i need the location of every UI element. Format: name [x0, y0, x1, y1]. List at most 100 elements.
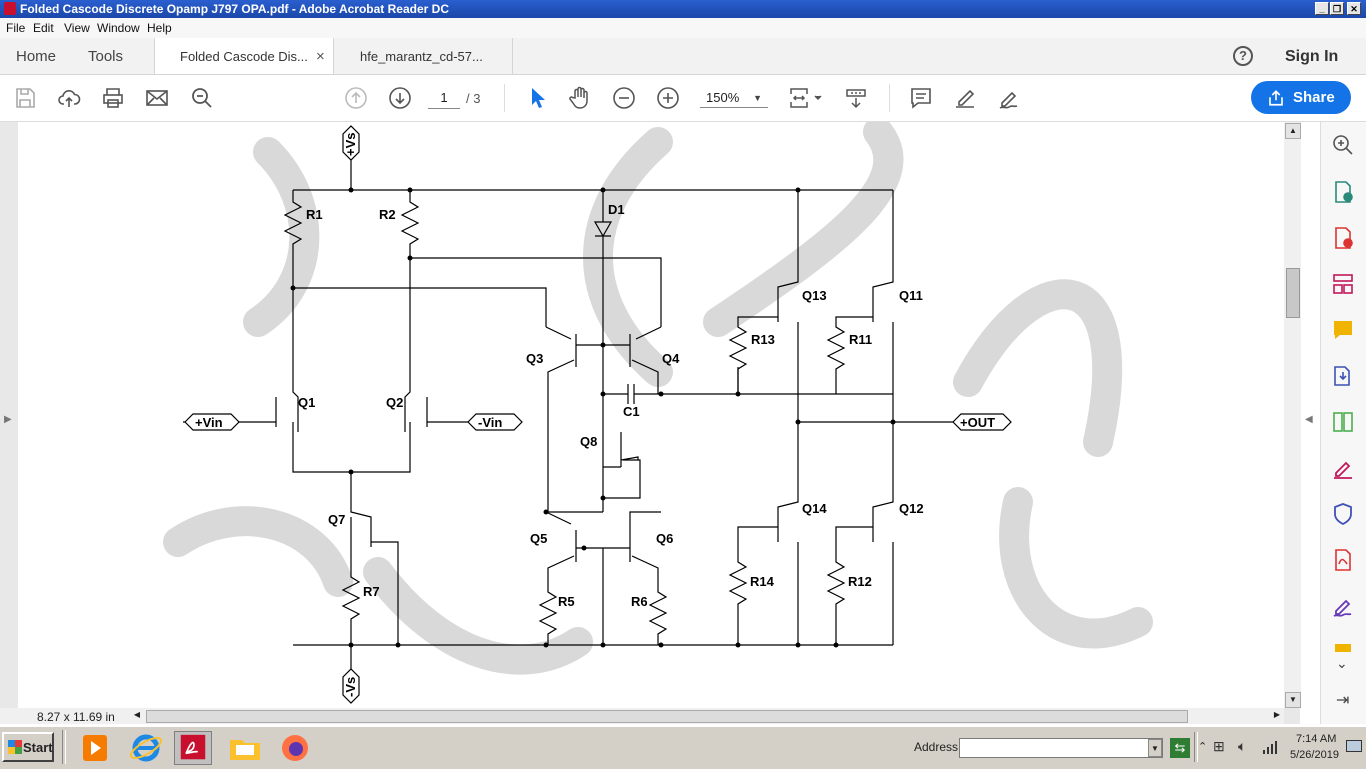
- restore-button[interactable]: ❐: [1330, 2, 1344, 15]
- tab-bar: Home Tools Folded Cascode Dis... × hfe_m…: [0, 38, 1366, 75]
- show-desktop-icon[interactable]: [1346, 740, 1362, 752]
- page-display-icon[interactable]: [788, 86, 824, 110]
- label-r6: R6: [631, 594, 648, 609]
- save-icon[interactable]: [13, 86, 37, 110]
- menu-bar: File Edit View Window Help: [0, 18, 1366, 39]
- label-d1: D1: [608, 202, 625, 217]
- menu-edit[interactable]: Edit: [33, 21, 54, 35]
- email-icon[interactable]: [145, 86, 169, 110]
- zoom-level-select[interactable]: 150% ▼: [700, 88, 768, 108]
- document-tab-label: hfe_marantz_cd-57...: [360, 49, 483, 64]
- label-q13: Q13: [802, 288, 827, 303]
- vertical-scrollbar[interactable]: ▲ ▼: [1284, 122, 1301, 708]
- sign-pen-icon[interactable]: [997, 86, 1021, 110]
- volume-icon[interactable]: 🔈︎: [1238, 738, 1247, 754]
- address-input[interactable]: [959, 738, 1163, 758]
- junction-dots: [290, 187, 896, 648]
- previous-page-icon[interactable]: [344, 86, 368, 110]
- minimize-button[interactable]: _: [1315, 2, 1329, 15]
- cloud-upload-icon[interactable]: [57, 86, 81, 110]
- scroll-left-icon[interactable]: ◀: [133, 710, 141, 719]
- internet-explorer-icon[interactable]: [127, 731, 165, 765]
- hand-tool-icon[interactable]: [568, 86, 592, 110]
- window-title: Folded Cascode Discrete Opamp J797 OPA.p…: [20, 2, 449, 16]
- firefox-icon[interactable]: [276, 731, 314, 765]
- tray-expand-icon[interactable]: ⌃: [1198, 741, 1208, 753]
- port-vs-pos: [342, 125, 360, 161]
- scroll-mode-icon[interactable]: [844, 86, 868, 110]
- compress-pdf-icon[interactable]: [1331, 410, 1355, 434]
- more-tools-icon[interactable]: [1331, 638, 1355, 652]
- scroll-up-icon[interactable]: ▲: [1285, 123, 1301, 139]
- taskbar-divider: [1194, 732, 1198, 762]
- zoom-out-icon[interactable]: [612, 86, 636, 110]
- port-out: [952, 413, 1012, 431]
- scroll-down-icon[interactable]: ▼: [1285, 692, 1301, 708]
- comment-pane-icon[interactable]: [1331, 318, 1355, 342]
- document-tab-label: Folded Cascode Dis...: [180, 49, 308, 64]
- collapse-pane-icon[interactable]: ⇥: [1336, 692, 1350, 709]
- menu-view[interactable]: View: [64, 21, 90, 35]
- label-c1: C1: [623, 404, 640, 419]
- help-icon[interactable]: ?: [1233, 46, 1253, 66]
- horizontal-scrollbar[interactable]: ◀ ▶: [130, 708, 1284, 724]
- comment-icon[interactable]: [909, 86, 933, 110]
- label-r7: R7: [363, 584, 380, 599]
- scroll-right-icon[interactable]: ▶: [1273, 710, 1281, 719]
- horizontal-scroll-thumb[interactable]: [146, 710, 1188, 723]
- vertical-scroll-thumb[interactable]: [1286, 268, 1300, 318]
- organize-pages-icon[interactable]: [1331, 272, 1355, 296]
- label-q12: Q12: [899, 501, 924, 516]
- send-for-signature-icon[interactable]: [1331, 594, 1355, 618]
- schematic-diagram: +Vs -Vs +Vin -Vin +OUT R1 R2 D1 Q13 Q11 …: [163, 122, 1153, 704]
- tray-network-icon[interactable]: ⊞: [1213, 738, 1225, 754]
- pdf-file-icon[interactable]: [1331, 548, 1355, 572]
- menu-help[interactable]: Help: [147, 21, 172, 35]
- enhance-scan-icon[interactable]: [1331, 133, 1355, 157]
- search-icon[interactable]: [190, 86, 214, 110]
- home-tab[interactable]: Home: [16, 48, 57, 65]
- address-dropdown-icon[interactable]: ▼: [1148, 739, 1162, 757]
- tools-tab[interactable]: Tools: [88, 48, 124, 65]
- export-pdf-icon[interactable]: [1331, 180, 1355, 204]
- share-button[interactable]: Share: [1251, 81, 1351, 114]
- document-tab-active[interactable]: Folded Cascode Dis... ×: [154, 38, 334, 74]
- acrobat-app-icon: [4, 2, 16, 15]
- close-window-button[interactable]: ✕: [1347, 2, 1361, 15]
- zoom-in-icon[interactable]: [656, 86, 680, 110]
- file-explorer-icon[interactable]: [226, 731, 264, 765]
- share-button-label: Share: [1293, 89, 1335, 106]
- label-r13: R13: [751, 332, 775, 347]
- sign-in-link[interactable]: Sign In: [1285, 48, 1339, 65]
- port-vin-pos: [184, 413, 240, 431]
- label-r12: R12: [848, 574, 872, 589]
- page-number-input[interactable]: 1: [428, 88, 460, 109]
- left-pane-toggle-icon[interactable]: ▶: [4, 414, 12, 425]
- right-pane-toggle-icon[interactable]: ◀: [1305, 414, 1313, 425]
- toolbar-divider: [504, 84, 505, 112]
- combine-files-icon[interactable]: [1331, 364, 1355, 388]
- protect-shield-icon[interactable]: [1331, 502, 1355, 526]
- clock-date: 5/26/2019: [1290, 749, 1339, 761]
- menu-file[interactable]: File: [6, 21, 26, 35]
- print-icon[interactable]: [101, 86, 125, 110]
- close-tab-icon[interactable]: ×: [316, 48, 325, 65]
- toolbar-divider: [889, 84, 890, 112]
- menu-window[interactable]: Window: [97, 21, 140, 35]
- create-pdf-icon[interactable]: [1331, 226, 1355, 250]
- select-cursor-icon[interactable]: [525, 86, 549, 110]
- go-icon[interactable]: ⇆: [1170, 738, 1190, 758]
- media-player-icon[interactable]: [76, 731, 114, 765]
- next-page-icon[interactable]: [388, 86, 412, 110]
- highlight-icon[interactable]: [953, 86, 977, 110]
- label-r11: R11: [849, 332, 872, 347]
- start-label: Start: [23, 740, 53, 755]
- fill-sign-icon[interactable]: [1331, 456, 1355, 480]
- label-q6: Q6: [656, 531, 673, 546]
- signal-icon[interactable]: [1262, 740, 1278, 754]
- start-button[interactable]: Start: [2, 732, 54, 762]
- windows-logo-icon: [8, 740, 22, 754]
- chevron-down-icon[interactable]: ⌄: [1336, 655, 1348, 671]
- acrobat-taskbar-icon[interactable]: [174, 731, 212, 765]
- document-tab[interactable]: hfe_marantz_cd-57...: [335, 38, 513, 74]
